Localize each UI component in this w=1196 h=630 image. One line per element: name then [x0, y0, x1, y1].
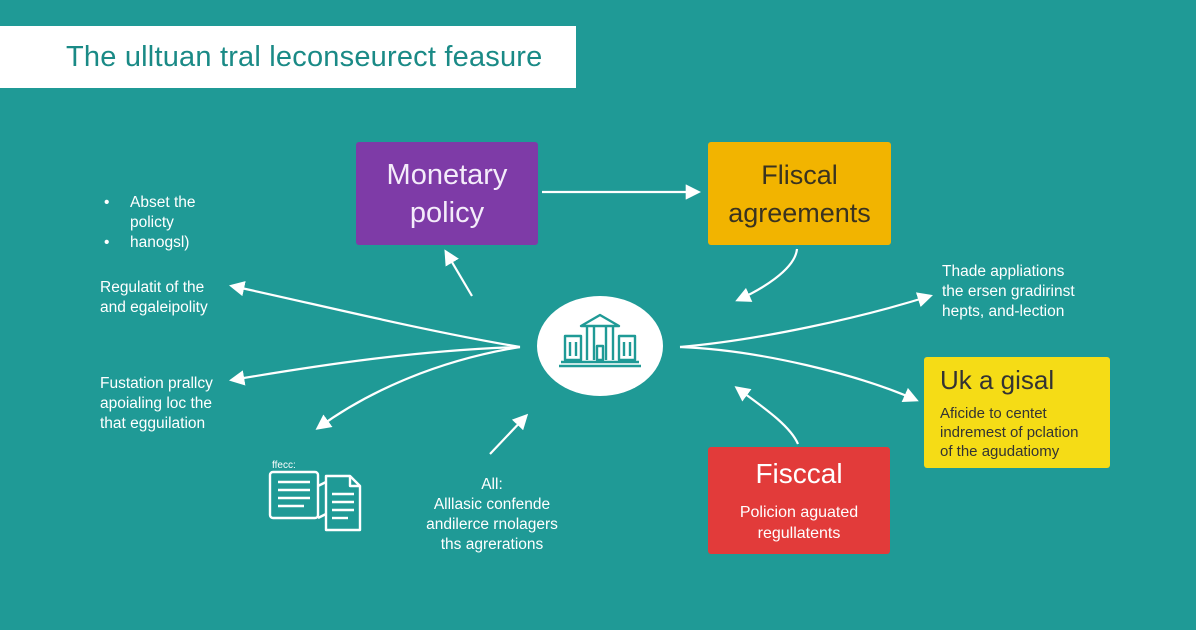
node-uk-sub-1: Aficide to centet	[940, 404, 1047, 422]
label-trade-line: the ersen gradirinst	[942, 283, 1075, 300]
label-trade: Thade appliations the ersen gradirinst h…	[942, 262, 1075, 322]
label-fustation: Fustation prallcy apoialing loc the that…	[100, 374, 213, 434]
bullet-item: • Abset the	[104, 193, 196, 213]
node-fiscal-agreements: Fliscal agreements	[708, 142, 891, 245]
node-fiscal-reg-head: Fisccal	[755, 457, 843, 489]
arrow-hub-to-fustation	[228, 345, 521, 386]
node-uk-gisal: Uk a gisal Aficide to centet indremest o…	[924, 357, 1110, 468]
arrow-center-to-hub	[489, 413, 529, 455]
node-fiscal-regulations: Fisccal Policion aguated regullatents	[708, 447, 890, 554]
arrow-fiscal-to-hub	[735, 248, 799, 302]
label-center-line: All:	[481, 476, 503, 493]
arrow-hub-to-monetary	[444, 249, 473, 297]
central-hub	[537, 296, 663, 396]
node-monetary-line-1: Monetary	[386, 158, 508, 191]
label-fustation-line: Fustation prallcy	[100, 375, 213, 392]
bullet-text: Abset the	[130, 194, 196, 211]
node-fiscal-reg-sub-1: Policion aguated	[739, 503, 859, 521]
documents-icon: ffecc:	[268, 460, 362, 532]
arrow-hub-to-uk	[679, 345, 919, 403]
node-monetary-policy: Monetary policy	[356, 142, 538, 245]
docs-caption: ffecc:	[272, 460, 296, 471]
node-uk-sub-2: indremest of pclation	[940, 423, 1079, 441]
label-trade-line: Thade appliations	[942, 263, 1065, 280]
node-fiscal-reg-sub-2: regullatents	[757, 524, 841, 542]
node-fiscal-agr-line-1: Fliscal	[761, 159, 838, 190]
label-fustation-line: that egguilation	[100, 415, 206, 432]
title-banner: The ulltuan tral leconseurect feasure	[0, 26, 576, 88]
node-monetary-line-2: policy	[409, 196, 485, 229]
bullet-item: • hanogsl)	[104, 233, 196, 253]
arrow-hub-to-documents	[315, 345, 521, 430]
government-building-icon	[559, 313, 641, 368]
label-regulation: Regulatit of the and egaleipolity	[100, 278, 208, 318]
label-trade-line: hepts, and-lection	[942, 303, 1065, 320]
bullet-text: hanogsl)	[130, 234, 190, 251]
bullet-dot: •	[104, 194, 110, 211]
label-center: All: Alllasic confende andilerce rnolage…	[409, 475, 575, 555]
node-uk-head: Uk a gisal	[940, 364, 1055, 395]
label-regulation-line: Regulatit of the	[100, 279, 205, 296]
bullet-text: policty	[130, 214, 174, 231]
bullet-list: • Abset the policty • hanogsl)	[104, 193, 196, 253]
label-fustation-line: apoialing loc the	[100, 395, 213, 412]
node-uk-sub-3: of the agudatiomy	[940, 442, 1060, 460]
bullet-dot: •	[104, 234, 110, 251]
bullet-item: policty	[104, 213, 196, 233]
label-center-line: ths agrerations	[440, 536, 544, 553]
documents-group: ffecc:	[268, 458, 368, 541]
page-title: The ulltuan tral leconseurect feasure	[66, 40, 543, 73]
node-fiscal-agr-line-2: agreements	[728, 197, 871, 228]
label-regulation-line: and egaleipolity	[100, 299, 208, 316]
arrow-fiscal-reg-to-hub	[734, 386, 800, 445]
arrow-hub-to-trade	[679, 292, 933, 349]
arrow-hub-to-regulation	[228, 281, 521, 349]
label-center-line: Alllasic confende	[433, 496, 551, 513]
label-center-line: andilerce rnolagers	[426, 516, 558, 533]
